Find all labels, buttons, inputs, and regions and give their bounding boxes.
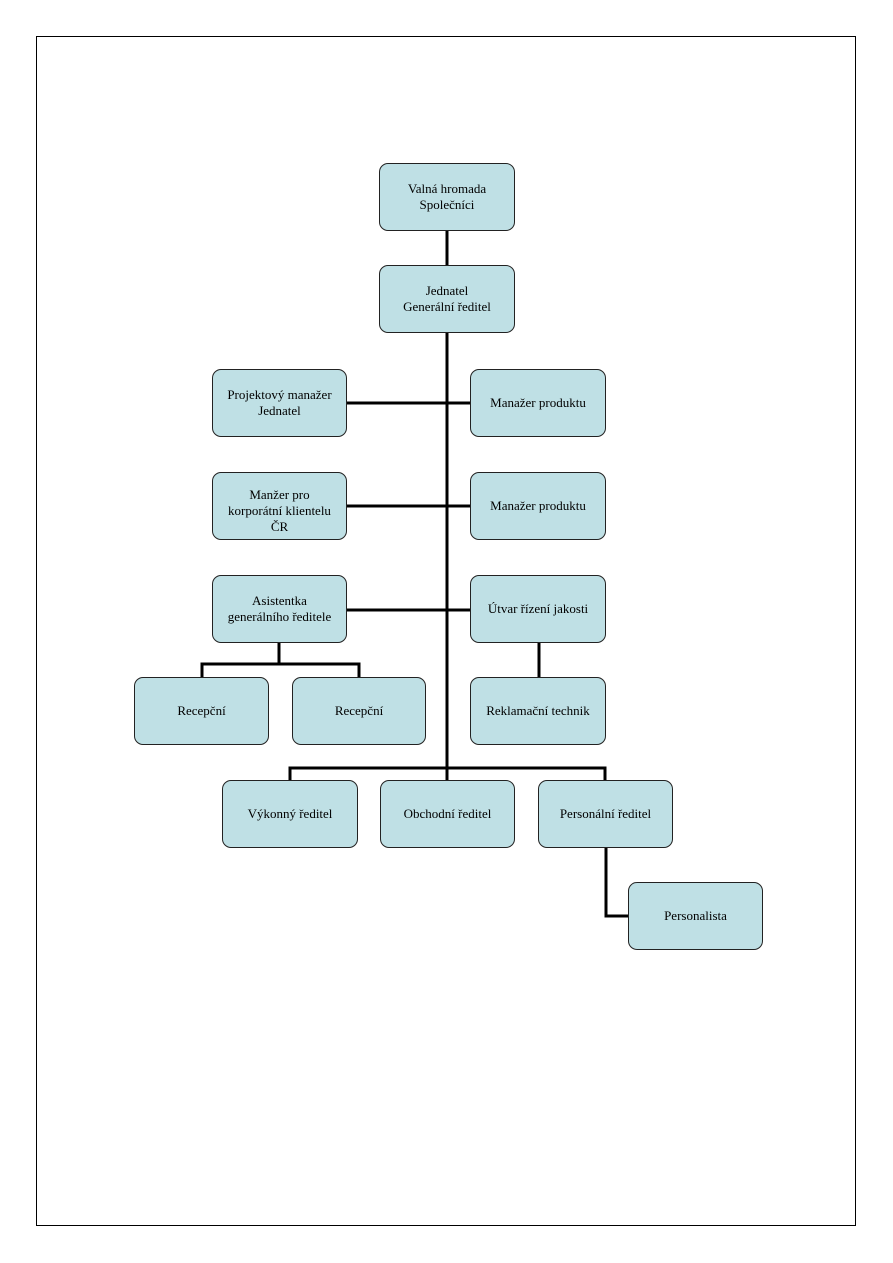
node-jednatel-label: Jednatel Generální ředitel	[403, 283, 491, 314]
node-recepcni-2-label: Recepční	[334, 703, 384, 718]
node-personalni-reditel-label: Personální ředitel	[559, 806, 652, 821]
node-personalista: Personalista	[628, 882, 763, 950]
node-manzer-korporatni: Manžer pro korporátní klientelu ČR	[212, 472, 347, 540]
connector-personalni-to-personalista	[604, 848, 628, 918]
node-manazer-produktu-1-label: Manažer produktu	[490, 395, 586, 410]
node-projektovy-manazer-label: Projektový manažer Jednatel	[227, 387, 332, 418]
connector-asistentka-to-recepcni-2	[279, 662, 361, 677]
node-utvar-rizeni-jakosti-label: Útvar řízení jakosti	[487, 601, 589, 616]
node-reklamacni-technik-label: Reklamační technik	[486, 703, 590, 718]
page-border	[36, 36, 856, 1226]
node-recepcni-1: Recepční	[134, 677, 269, 745]
node-vykonny-reditel: Výkonný ředitel	[222, 780, 358, 848]
node-projektovy-manazer: Projektový manažer Jednatel	[212, 369, 347, 437]
node-reklamacni-technik: Reklamační technik	[470, 677, 606, 745]
node-manazer-produktu-2-label: Manažer produktu	[490, 498, 586, 513]
node-personalista-label: Personalista	[664, 908, 727, 923]
node-personalni-reditel: Personální ředitel	[538, 780, 673, 848]
node-obchodni-reditel: Obchodní ředitel	[380, 780, 515, 848]
node-vykonny-reditel-label: Výkonný ředitel	[247, 806, 333, 821]
node-asistentka-label: Asistentka generálního ředitele	[227, 593, 332, 624]
node-utvar-rizeni-jakosti: Útvar řízení jakosti	[470, 575, 606, 643]
node-jednatel: Jednatel Generální ředitel	[379, 265, 515, 333]
node-recepcni-1-label: Recepční	[177, 703, 226, 718]
connector-asistentka-to-recepcni	[200, 643, 281, 677]
node-asistentka: Asistentka generálního ředitele	[212, 575, 347, 643]
node-manazer-produktu-2: Manažer produktu	[470, 472, 606, 540]
node-obchodni-reditel-label: Obchodní ředitel	[403, 806, 492, 821]
node-manzer-korporatni-label: Manžer pro korporátní klientelu ČR	[228, 487, 331, 534]
node-valna-hromada: Valná hromada Společníci	[379, 163, 515, 231]
node-valna-hromada-label: Valná hromada Společníci	[407, 181, 487, 212]
node-manazer-produktu-1: Manažer produktu	[470, 369, 606, 437]
node-recepcni-2: Recepční	[292, 677, 426, 745]
